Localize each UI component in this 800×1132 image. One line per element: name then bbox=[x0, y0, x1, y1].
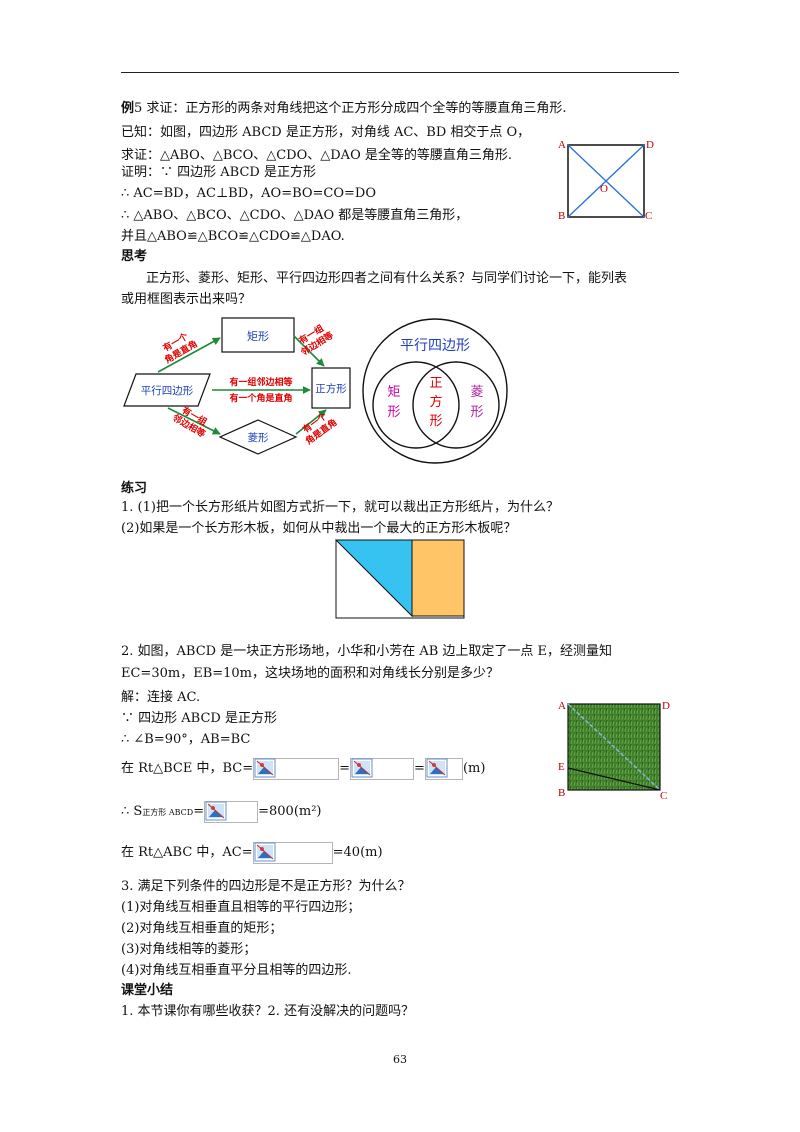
bc-equation: 在 Rt△BCE 中，BC= = = (m) bbox=[121, 757, 485, 781]
given-line: 已知：如图，四边形 ABCD 是正方形，对角线 AC、BD 相交于点 O， bbox=[121, 125, 531, 140]
venn-square-char-3: 形 bbox=[429, 414, 442, 429]
equation-placeholder-2 bbox=[350, 757, 415, 780]
solution-step-2: ∴ ∠B=90°，AB=BC bbox=[121, 732, 251, 747]
vertex-b-label: B bbox=[558, 210, 565, 222]
venn-square-char-1: 正 bbox=[429, 376, 442, 391]
venn-square-char-2: 方 bbox=[429, 394, 442, 410]
ac-result: =40(m) bbox=[332, 845, 383, 860]
center-o-label: O bbox=[600, 183, 608, 195]
rect-node-label: 矩形 bbox=[247, 330, 269, 343]
solution-step-1: ∵ 四边形 ABCD 是正方形 bbox=[121, 711, 277, 726]
proof-line-2: ∴ AC=BD，AC⊥BD，AO=BO=CO=DO bbox=[121, 186, 377, 201]
rhombus-node bbox=[218, 419, 298, 455]
q3-item-3: (3)对角线相等的菱形； bbox=[121, 942, 257, 957]
parallelogram-node-label: 平行四边形 bbox=[141, 384, 194, 397]
parallelogram-node bbox=[123, 373, 211, 407]
area-result: =800(m²) bbox=[258, 804, 322, 819]
think-line-1: 正方形、菱形、矩形、平行四边形四者之间有什么关系？与同学们讨论一下，能列表 bbox=[146, 271, 628, 286]
summary-line: 1. 本节课你有哪些收获？2. 还有没解决的问题吗？ bbox=[121, 1004, 415, 1019]
example-statement: 5 求证：正方形的两条对角线把这个正方形分成四个全等的等腰直角三角形. bbox=[134, 101, 567, 116]
equation-image-icon bbox=[254, 758, 276, 777]
q2-line-2: EC=30m，EB=10m，这块场地的面积和对角线长分别是多少？ bbox=[121, 666, 500, 681]
venn-rhombus-char-1: 菱 bbox=[470, 385, 483, 400]
ac-prefix: 在 Rt△ABC 中，AC= bbox=[121, 845, 253, 860]
header-rule bbox=[121, 72, 679, 73]
prove-line: 求证：△ABO、△BCO、△CDO、△DAO 是全等的等腰直角三角形. bbox=[121, 148, 512, 163]
square-node bbox=[311, 367, 351, 409]
field-vertex-b: B bbox=[558, 787, 565, 799]
vertex-a-label: A bbox=[558, 139, 566, 151]
q3-item-1: (1)对角线互相垂直且相等的平行四边形； bbox=[121, 900, 361, 915]
grass-field-figure: A D E B C bbox=[558, 700, 670, 802]
q1-part1: 1. (1)把一个长方形纸片如图方式折一下，就可以裁出正方形纸片，为什么？ bbox=[121, 500, 559, 515]
equation-image-icon bbox=[254, 842, 276, 861]
equation-placeholder-1 bbox=[253, 757, 340, 780]
square-diagonals-figure: A D B C O bbox=[558, 139, 654, 222]
proof-line-1: 证明：∵ 四边形 ABCD 是正方形 bbox=[121, 165, 316, 180]
think-line-2: 或用框图表示出来吗？ bbox=[121, 292, 252, 307]
venn-rhombus-char-2: 形 bbox=[470, 405, 483, 420]
square-node-label: 正方形 bbox=[315, 382, 347, 395]
venn-parallelogram-label: 平行四边形 bbox=[400, 338, 470, 354]
paper-fold-figure bbox=[334, 539, 465, 619]
proof-line-4: 并且△ABO≌△BCO≌△CDO≌△DAO. bbox=[121, 229, 345, 244]
q2-line-1: 2. 如图，ABCD 是一块正方形场地，小华和小芳在 AB 边上取定了一点 E，… bbox=[121, 644, 613, 659]
example5-title: 例5 求证：正方形的两条对角线把这个正方形分成四个全等的等腰直角三角形. bbox=[121, 100, 567, 118]
venn-rect-char-2: 形 bbox=[387, 405, 400, 420]
vertex-d-label: D bbox=[646, 139, 654, 151]
arrow3-label-bottom: 有一个角是直角 bbox=[229, 392, 292, 404]
q1-part2: (2)如果是一个长方形木板，如何从中裁出一个最大的正方形木板呢？ bbox=[121, 521, 517, 536]
equals-2: = bbox=[414, 761, 425, 776]
q3-item-2: (2)对角线互相垂直的矩形； bbox=[121, 921, 283, 936]
practice-heading: 练习 bbox=[121, 481, 148, 496]
page-number: 63 bbox=[393, 1053, 407, 1066]
quadrilateral-flow-diagram: 矩形 平行四边形 正方形 菱形 有一个 角是直角 有一组 邻边相等 有一组邻边相… bbox=[123, 317, 351, 455]
venn-rect-char-1: 矩 bbox=[387, 385, 400, 400]
ac-equation: 在 Rt△ABC 中，AC= =40(m) bbox=[121, 841, 383, 865]
field-vertex-c: C bbox=[660, 790, 667, 802]
example-label: 例 bbox=[121, 101, 135, 116]
area-subscript: 正方形 ABCD bbox=[142, 808, 194, 817]
think-heading: 思考 bbox=[121, 249, 148, 264]
equation-image-icon bbox=[205, 801, 227, 820]
equation-placeholder-4 bbox=[204, 800, 259, 823]
quadrilateral-venn-diagram: 平行四边形 矩 形 正 方 形 菱 形 bbox=[362, 318, 508, 464]
rect-node bbox=[221, 317, 295, 353]
field-vertex-d: D bbox=[662, 700, 670, 712]
q3-line: 3. 满足下列条件的四边形是不是正方形？为什么？ bbox=[121, 879, 411, 894]
field-point-e: E bbox=[558, 761, 565, 773]
equation-image-icon bbox=[351, 758, 373, 777]
unit-meter: (m) bbox=[462, 761, 486, 776]
rhombus-node-label: 菱形 bbox=[248, 432, 269, 444]
area-equation: ∴ S正方形 ABCD= =800(m²) bbox=[121, 800, 322, 825]
equation-placeholder-5 bbox=[252, 841, 333, 864]
proof-line-3: ∴ △ABO、△BCO、△CDO、△DAO 都是等腰直角三角形， bbox=[121, 208, 469, 223]
q3-item-4: (4)对角线互相垂直平分且相等的四边形. bbox=[121, 963, 352, 978]
bc-equation-prefix: 在 Rt△BCE 中，BC= bbox=[121, 761, 254, 776]
field-vertex-a: A bbox=[558, 700, 566, 712]
area-equals: = bbox=[193, 804, 205, 819]
equation-image-icon bbox=[426, 758, 448, 777]
area-prefix: ∴ S bbox=[121, 804, 143, 819]
equation-placeholder-3 bbox=[424, 757, 463, 780]
equals-1: = bbox=[339, 761, 351, 776]
vertex-c-label: C bbox=[645, 210, 652, 222]
summary-heading: 课堂小结 bbox=[121, 983, 174, 998]
solution-start: 解：连接 AC. bbox=[121, 690, 201, 705]
arrow3-label-top: 有一组邻边相等 bbox=[229, 376, 292, 388]
